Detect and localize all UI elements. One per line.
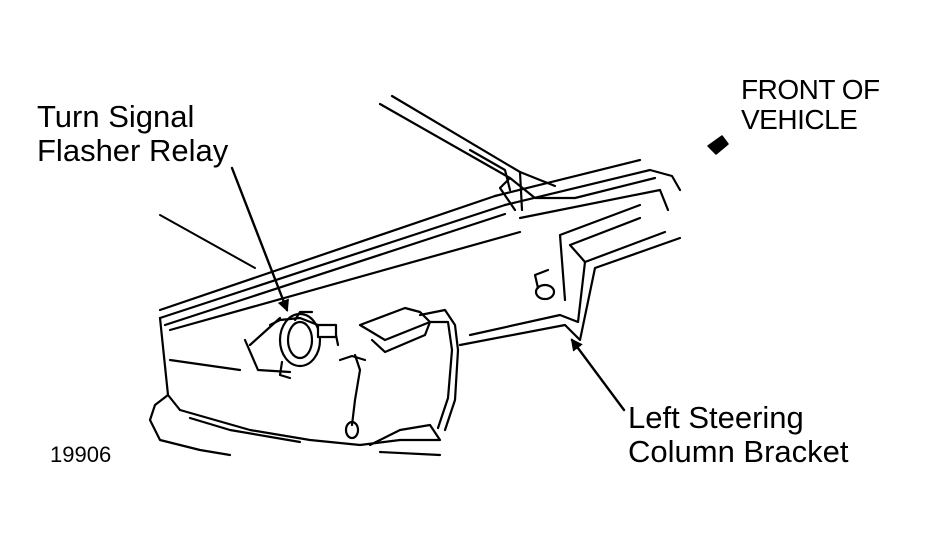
dash-panel <box>378 94 577 212</box>
column-bracket <box>458 203 682 347</box>
callout-leaders <box>159 166 626 412</box>
relay-callout-label: Turn Signal Flasher Relay <box>37 99 229 168</box>
wiring-harness <box>338 306 460 440</box>
bracket-callout-label: Left Steering Column Bracket <box>628 400 849 469</box>
figure-number: 19906 <box>50 442 112 467</box>
flasher-relay <box>243 310 340 380</box>
support-beam <box>158 158 682 332</box>
front-of-vehicle-label: FRONT OF VEHICLE <box>741 74 880 135</box>
front-direction-arrow <box>707 135 729 155</box>
lower-frame <box>148 316 442 457</box>
